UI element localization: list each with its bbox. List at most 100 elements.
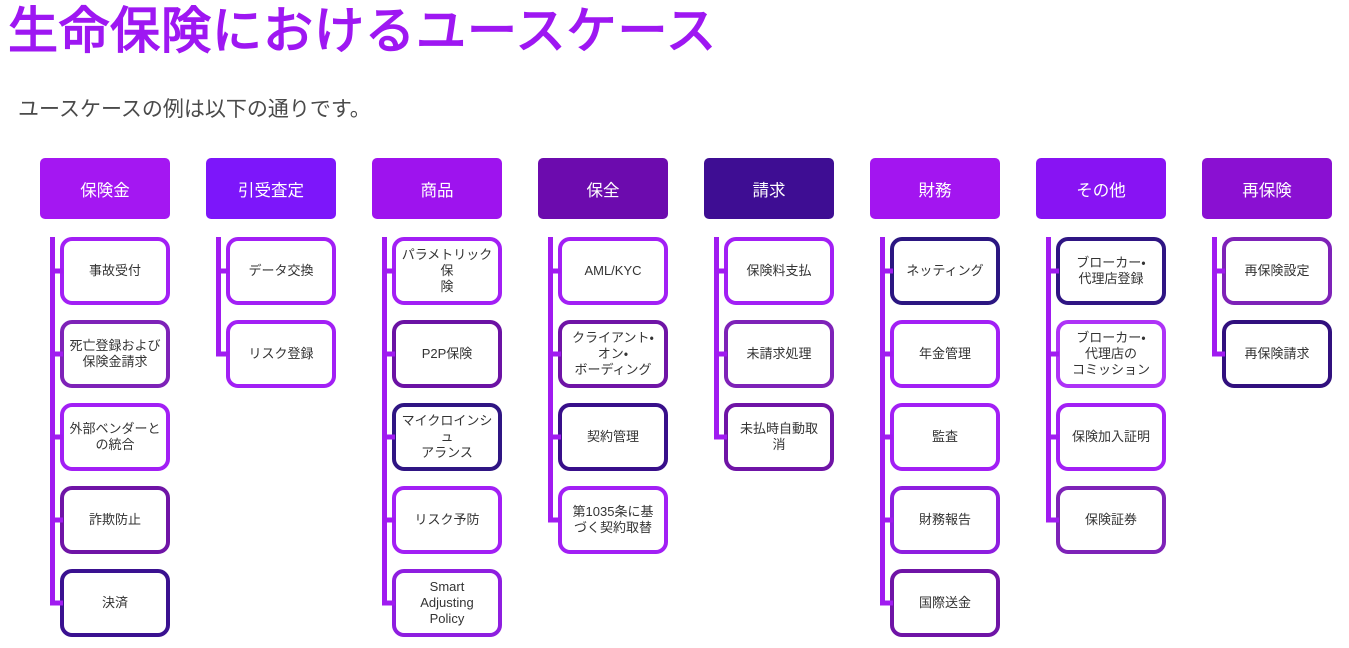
use-case-row: 財務報告 bbox=[870, 486, 1000, 554]
connector-stub bbox=[880, 434, 893, 440]
use-case-box: P2P保険 bbox=[392, 320, 502, 388]
use-case-row: Smart Adjusting Policy bbox=[372, 569, 502, 637]
category-header: 保険金 bbox=[40, 158, 170, 219]
use-case-box: 未請求処理 bbox=[724, 320, 834, 388]
connector-stub bbox=[382, 517, 395, 523]
use-case-box: 契約管理 bbox=[558, 403, 668, 471]
use-case-box: 事故受付 bbox=[60, 237, 170, 305]
connector-line bbox=[216, 237, 221, 354]
use-case-box: 再保険請求 bbox=[1222, 320, 1332, 388]
connector-stub bbox=[50, 268, 63, 274]
connector-stub bbox=[548, 268, 561, 274]
use-case-row: 保険証券 bbox=[1036, 486, 1166, 554]
use-case-box: 監査 bbox=[890, 403, 1000, 471]
connector-stub bbox=[50, 351, 63, 357]
connector-stub bbox=[382, 268, 395, 274]
use-case-row: パラメトリック保 険 bbox=[372, 237, 502, 305]
use-case-row: リスク登録 bbox=[206, 320, 336, 388]
category-header: 商品 bbox=[372, 158, 502, 219]
connector-line bbox=[1046, 237, 1051, 520]
use-case-row: 死亡登録および 保険金請求 bbox=[40, 320, 170, 388]
use-case-row: AML/KYC bbox=[538, 237, 668, 305]
connector-stub bbox=[50, 434, 63, 440]
connector-stub bbox=[1212, 268, 1225, 274]
use-case-row: データ交換 bbox=[206, 237, 336, 305]
connector-stub bbox=[714, 351, 727, 357]
use-case-box: 年金管理 bbox=[890, 320, 1000, 388]
category-header: 再保険 bbox=[1202, 158, 1332, 219]
use-case-row: ブローカー・ 代理店登録 bbox=[1036, 237, 1166, 305]
use-case-row: 未請求処理 bbox=[704, 320, 834, 388]
use-case-row: リスク予防 bbox=[372, 486, 502, 554]
use-case-box: 保険証券 bbox=[1056, 486, 1166, 554]
use-case-row: 保険加入証明 bbox=[1036, 403, 1166, 471]
use-case-box: 外部ベンダーと の統合 bbox=[60, 403, 170, 471]
connector-stub bbox=[880, 600, 893, 606]
category-header: 保全 bbox=[538, 158, 668, 219]
connector-stub bbox=[216, 351, 229, 357]
use-case-box: 詐欺防止 bbox=[60, 486, 170, 554]
use-case-box: ブローカー・ 代理店の コミッション bbox=[1056, 320, 1166, 388]
connector-stub bbox=[216, 268, 229, 274]
connector-stub bbox=[50, 517, 63, 523]
connector-stub bbox=[1046, 434, 1059, 440]
connector-stub bbox=[880, 351, 893, 357]
use-case-row: 外部ベンダーと の統合 bbox=[40, 403, 170, 471]
use-case-row: 事故受付 bbox=[40, 237, 170, 305]
category-column: 請求保険料支払未請求処理未払時自動取 消 bbox=[704, 158, 834, 637]
category-header: 引受査定 bbox=[206, 158, 336, 219]
use-case-box: AML/KYC bbox=[558, 237, 668, 305]
connector-stub bbox=[382, 351, 395, 357]
category-header: その他 bbox=[1036, 158, 1166, 219]
connector-stub bbox=[714, 434, 727, 440]
connector-stub bbox=[1046, 268, 1059, 274]
use-case-box: 決済 bbox=[60, 569, 170, 637]
connector-stub bbox=[382, 434, 395, 440]
use-case-row: 詐欺防止 bbox=[40, 486, 170, 554]
use-case-row: ブローカー・ 代理店の コミッション bbox=[1036, 320, 1166, 388]
connector-stub bbox=[548, 434, 561, 440]
use-case-row: 再保険設定 bbox=[1202, 237, 1332, 305]
category-column: 保全 AML/KYC クライアント・ オン・ ボーディング契約管理第1035条に基 … bbox=[538, 158, 668, 637]
use-case-row: 保険料支払 bbox=[704, 237, 834, 305]
use-case-box: 財務報告 bbox=[890, 486, 1000, 554]
use-case-box: 第1035条に基 づく契約取替 bbox=[558, 486, 668, 554]
use-case-row: 年金管理 bbox=[870, 320, 1000, 388]
use-case-row: クライアント・ オン・ ボーディング bbox=[538, 320, 668, 388]
use-case-box: 国際送金 bbox=[890, 569, 1000, 637]
use-case-row: P2P保険 bbox=[372, 320, 502, 388]
use-case-row: 未払時自動取 消 bbox=[704, 403, 834, 471]
use-case-box: 再保険設定 bbox=[1222, 237, 1332, 305]
connector-line bbox=[714, 237, 719, 437]
category-header: 財務 bbox=[870, 158, 1000, 219]
page-subtitle: ユースケースの例は以下の通りです。 bbox=[18, 98, 371, 121]
page-title: 生命保険におけるユースケース bbox=[8, 3, 717, 59]
use-case-box: リスク予防 bbox=[392, 486, 502, 554]
category-column: 再保険再保険設定再保険請求 bbox=[1202, 158, 1332, 637]
category-column: 財務ネッティング年金管理監査財務報告国際送金 bbox=[870, 158, 1000, 637]
use-case-box: ネッティング bbox=[890, 237, 1000, 305]
connector-line bbox=[50, 237, 55, 603]
connector-stub bbox=[880, 517, 893, 523]
category-header: 請求 bbox=[704, 158, 834, 219]
use-case-row: 国際送金 bbox=[870, 569, 1000, 637]
use-case-box: リスク登録 bbox=[226, 320, 336, 388]
connector-line bbox=[382, 237, 387, 603]
use-case-row: 契約管理 bbox=[538, 403, 668, 471]
use-case-box: データ交換 bbox=[226, 237, 336, 305]
use-case-row: 決済 bbox=[40, 569, 170, 637]
use-case-row: マイクロインシュ アランス bbox=[372, 403, 502, 471]
use-case-box: クライアント・ オン・ ボーディング bbox=[558, 320, 668, 388]
category-column: 引受査定データ交換リスク登録 bbox=[206, 158, 336, 637]
connector-line bbox=[548, 237, 553, 520]
connector-stub bbox=[548, 517, 561, 523]
use-case-box: Smart Adjusting Policy bbox=[392, 569, 502, 637]
category-column: 保険金事故受付死亡登録および 保険金請求外部ベンダーと の統合詐欺防止決済 bbox=[40, 158, 170, 637]
connector-stub bbox=[548, 351, 561, 357]
connector-stub bbox=[880, 268, 893, 274]
connector-line bbox=[880, 237, 885, 603]
use-case-box: パラメトリック保 険 bbox=[392, 237, 502, 305]
use-case-box: マイクロインシュ アランス bbox=[392, 403, 502, 471]
connector-stub bbox=[1046, 351, 1059, 357]
